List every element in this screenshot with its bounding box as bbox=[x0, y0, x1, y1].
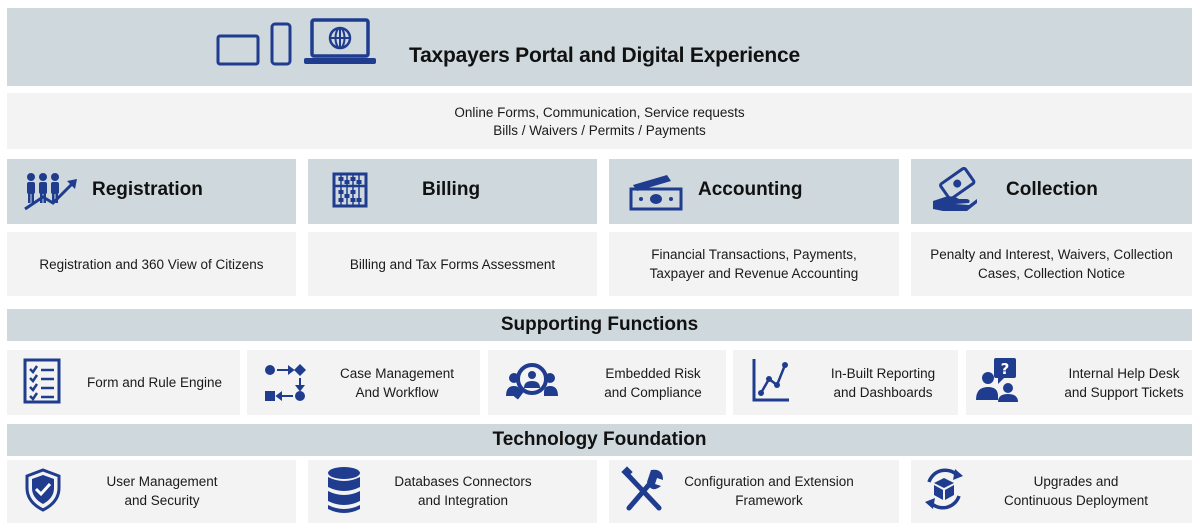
support-item-line1: In-Built Reporting bbox=[830, 366, 936, 381]
cash-icon bbox=[629, 171, 683, 211]
module-desc-line2: Cases, Collection Notice bbox=[977, 266, 1126, 281]
module-accounting-body: Financial Transactions, Payments, Taxpay… bbox=[609, 232, 899, 296]
support-item-form-rule-engine: Form and Rule Engine bbox=[7, 350, 240, 415]
tech-item-user-management: User Management and Security bbox=[7, 460, 296, 523]
support-item-reporting: In-Built Reporting and Dashboards bbox=[733, 350, 958, 415]
phone-icon bbox=[270, 22, 292, 66]
module-collection-body: Penalty and Interest, Waivers, Collectio… bbox=[911, 232, 1192, 296]
supporting-functions-heading: Supporting Functions bbox=[7, 309, 1192, 341]
tech-item-line1: Configuration and Extension bbox=[684, 474, 854, 489]
deploy-cycle-icon bbox=[921, 466, 967, 512]
database-icon bbox=[326, 466, 362, 516]
user-search-icon bbox=[506, 362, 558, 402]
support-item-help-desk: ? Internal Help Desk and Support Tickets bbox=[966, 350, 1192, 415]
tech-item-configuration: Configuration and Extension Framework bbox=[609, 460, 899, 523]
support-item-case-management: Case Management And Workflow bbox=[247, 350, 480, 415]
module-registration-body: Registration and 360 View of Citizens bbox=[7, 232, 296, 296]
portal-description-line1: Online Forms, Communication, Service req… bbox=[454, 105, 745, 120]
module-registration-header: Registration bbox=[7, 159, 296, 224]
portal-header: Taxpayers Portal and Digital Experience bbox=[7, 8, 1192, 86]
support-item-line1: Case Management bbox=[339, 366, 455, 381]
people-growth-icon bbox=[23, 171, 79, 211]
tech-item-line1: Upgrades and bbox=[1033, 474, 1119, 489]
support-item-line1: Embedded Risk bbox=[605, 366, 701, 381]
tech-item-line2: and Security bbox=[124, 493, 200, 508]
help-desk-icon: ? bbox=[974, 356, 1022, 402]
module-label: Registration bbox=[92, 179, 203, 200]
tech-item-line2: and Integration bbox=[417, 493, 509, 508]
support-item-line2: and Support Tickets bbox=[1064, 385, 1184, 400]
device-icons bbox=[216, 18, 378, 66]
module-collection-header: Collection bbox=[911, 159, 1192, 224]
tech-item-line1: User Management bbox=[106, 474, 218, 489]
tools-icon bbox=[621, 466, 665, 514]
portal-description-line2: Bills / Waivers / Permits / Payments bbox=[493, 123, 706, 138]
module-desc-line1: Registration and 360 View of Citizens bbox=[39, 256, 264, 272]
module-label: Billing bbox=[422, 179, 481, 200]
laptop-icon bbox=[302, 18, 378, 66]
module-billing-header: Billing bbox=[308, 159, 597, 224]
module-accounting-header: Accounting bbox=[609, 159, 899, 224]
support-item-line1: Form and Rule Engine bbox=[86, 375, 223, 390]
abacus-icon bbox=[332, 172, 368, 208]
tech-item-databases: Databases Connectors and Integration bbox=[308, 460, 597, 523]
support-item-line2: and Compliance bbox=[604, 385, 702, 400]
module-desc-line1: Financial Transactions, Payments, bbox=[651, 247, 857, 262]
support-item-line2: And Workflow bbox=[355, 385, 439, 400]
support-item-line2: and Dashboards bbox=[833, 385, 933, 400]
support-item-embedded-risk: Embedded Risk and Compliance bbox=[488, 350, 726, 415]
module-desc-line2: Taxpayer and Revenue Accounting bbox=[649, 266, 859, 281]
workflow-icon bbox=[263, 362, 307, 404]
tablet-icon bbox=[216, 34, 260, 66]
module-desc-line1: Billing and Tax Forms Assessment bbox=[349, 256, 556, 272]
support-item-line1: Internal Help Desk bbox=[1068, 366, 1180, 381]
shield-check-icon bbox=[25, 468, 61, 512]
money-hand-icon bbox=[931, 167, 979, 215]
tech-item-line1: Databases Connectors bbox=[394, 474, 532, 489]
module-billing-body: Billing and Tax Forms Assessment bbox=[308, 232, 597, 296]
module-label: Accounting bbox=[698, 179, 803, 200]
tech-item-line2: Continuous Deployment bbox=[1003, 493, 1149, 508]
technology-foundation-heading: Technology Foundation bbox=[7, 424, 1192, 456]
tech-item-upgrades: Upgrades and Continuous Deployment bbox=[911, 460, 1192, 523]
checklist-icon bbox=[23, 358, 61, 404]
tech-item-line2: Framework bbox=[735, 493, 803, 508]
line-chart-icon bbox=[751, 357, 791, 403]
module-desc-line1: Penalty and Interest, Waivers, Collectio… bbox=[930, 247, 1173, 262]
portal-description: Online Forms, Communication, Service req… bbox=[7, 93, 1192, 149]
module-label: Collection bbox=[1006, 179, 1098, 200]
portal-title: Taxpayers Portal and Digital Experience bbox=[409, 44, 800, 67]
svg-text:?: ? bbox=[1001, 360, 1010, 378]
